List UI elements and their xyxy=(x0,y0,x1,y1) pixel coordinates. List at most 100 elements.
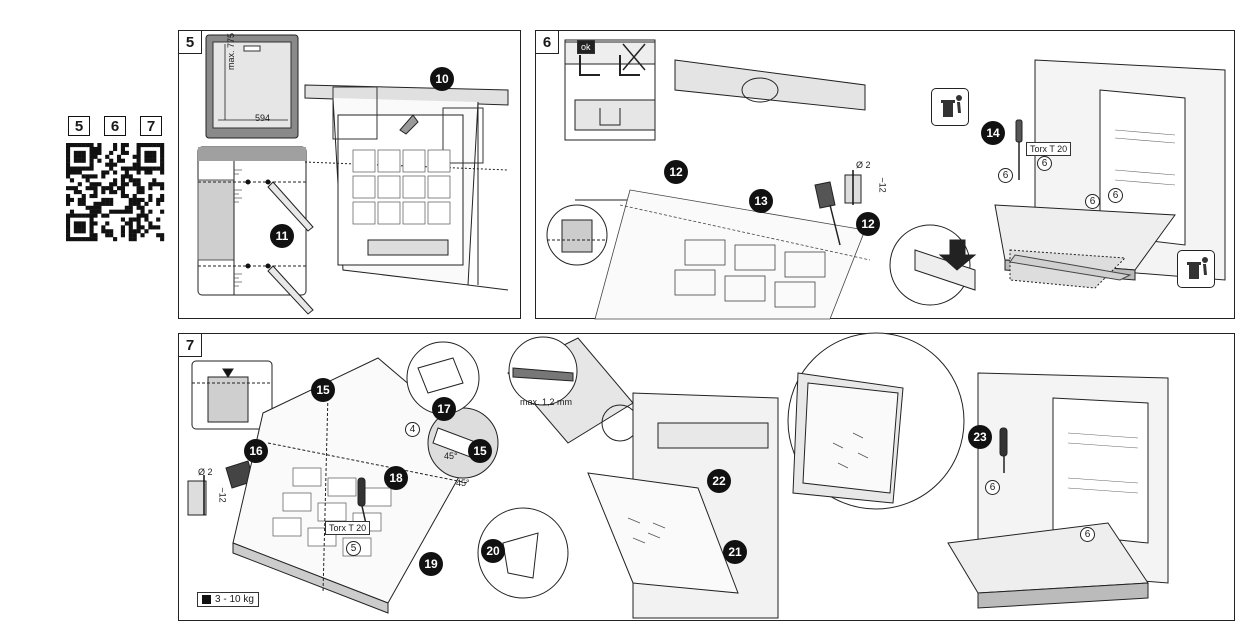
qr-code[interactable] xyxy=(66,143,165,242)
qr-module xyxy=(136,197,141,202)
qr-module xyxy=(97,182,102,187)
qr-module xyxy=(93,233,98,238)
qr-module xyxy=(136,150,141,155)
qr-module xyxy=(120,233,125,238)
dim-height-label: max. 775 xyxy=(226,32,236,70)
qr-module xyxy=(89,233,94,238)
qr-module xyxy=(120,146,125,152)
qr-module xyxy=(77,150,82,155)
qr-module xyxy=(105,229,110,234)
qr-module xyxy=(148,143,153,148)
qr-module xyxy=(124,182,129,187)
qr-module xyxy=(148,193,153,199)
qr-module xyxy=(124,143,129,148)
qr-module xyxy=(81,166,86,171)
qr-module xyxy=(73,158,78,163)
niche-dimension-inset xyxy=(205,34,299,139)
qr-module xyxy=(73,190,78,195)
qr-module xyxy=(160,150,165,155)
qr-module xyxy=(105,162,110,167)
qr-module xyxy=(116,186,122,191)
qr-module xyxy=(120,150,125,155)
qr-module xyxy=(109,209,114,214)
qr-module xyxy=(105,221,110,226)
qr-module xyxy=(160,146,165,152)
qr-module xyxy=(89,225,94,230)
qr-module xyxy=(66,174,71,179)
qr-module xyxy=(81,150,86,155)
qr-module xyxy=(73,170,78,175)
qr-module xyxy=(140,143,145,148)
qr-module xyxy=(156,182,161,187)
qr-module xyxy=(105,201,110,206)
qr-module xyxy=(81,213,86,218)
screw-ref-6-d: 6 xyxy=(1108,188,1123,203)
qr-module xyxy=(152,158,157,163)
qr-module xyxy=(140,209,145,214)
ring-ref-4: 4 xyxy=(405,422,420,437)
qr-module xyxy=(144,213,149,218)
qr-module xyxy=(148,170,153,175)
qr-module xyxy=(148,166,153,171)
qr-module xyxy=(160,237,165,242)
qr-module xyxy=(120,166,125,171)
ok-label: ok xyxy=(577,40,595,54)
qr-module xyxy=(120,229,125,234)
kitchen-cabinet-door xyxy=(587,392,779,619)
bracket-ok-inset xyxy=(564,39,656,141)
qr-module xyxy=(156,166,161,171)
qr-module xyxy=(136,217,141,222)
qr-module xyxy=(148,225,153,230)
marking-ruler-inset xyxy=(197,146,314,315)
edge-zoom-circle xyxy=(889,224,977,306)
qr-module xyxy=(109,182,114,187)
qr-module xyxy=(144,217,149,222)
qr-module xyxy=(148,158,153,163)
qr-module xyxy=(136,154,141,159)
qr-module xyxy=(66,143,71,148)
door-zoom-circle xyxy=(787,332,965,510)
qr-module xyxy=(120,158,125,163)
step-12-b: 12 xyxy=(856,212,880,236)
qr-module xyxy=(148,221,153,226)
qr-module xyxy=(69,170,75,175)
qr-module xyxy=(81,229,86,234)
dim-width-label: 594 xyxy=(255,113,271,123)
qr-module xyxy=(128,237,133,242)
qr-module xyxy=(132,197,137,202)
qr-module xyxy=(152,150,157,155)
qr-module xyxy=(89,229,94,234)
weight-icon xyxy=(202,595,211,604)
qr-module xyxy=(93,174,98,179)
qr-module xyxy=(89,217,94,222)
qr-module xyxy=(124,221,129,226)
qr-module xyxy=(148,186,153,191)
qr-module xyxy=(97,205,102,210)
panel-7-illustration xyxy=(187,332,1169,619)
qr-module xyxy=(160,162,165,167)
qr-module xyxy=(105,154,110,159)
qr-module xyxy=(144,158,149,163)
qr-module xyxy=(89,186,94,191)
qr-module xyxy=(66,146,71,152)
qr-module xyxy=(136,170,141,175)
qr-module xyxy=(124,205,129,210)
qr-module xyxy=(160,193,165,199)
qr-module xyxy=(132,178,137,183)
qr-module xyxy=(136,221,141,226)
qr-module xyxy=(160,158,165,163)
qr-module xyxy=(120,178,125,183)
step-11: 11 xyxy=(270,224,294,248)
qr-module xyxy=(132,193,137,199)
qr-module xyxy=(93,186,98,191)
qr-module xyxy=(77,154,82,159)
qr-module xyxy=(77,221,82,226)
qr-module xyxy=(132,162,137,167)
qr-module xyxy=(124,209,129,214)
template-sheet-grid xyxy=(352,149,451,225)
qr-module xyxy=(66,162,71,167)
qr-module xyxy=(89,237,94,242)
qr-module xyxy=(120,193,125,199)
qr-module xyxy=(77,166,82,171)
qr-module xyxy=(113,146,118,152)
